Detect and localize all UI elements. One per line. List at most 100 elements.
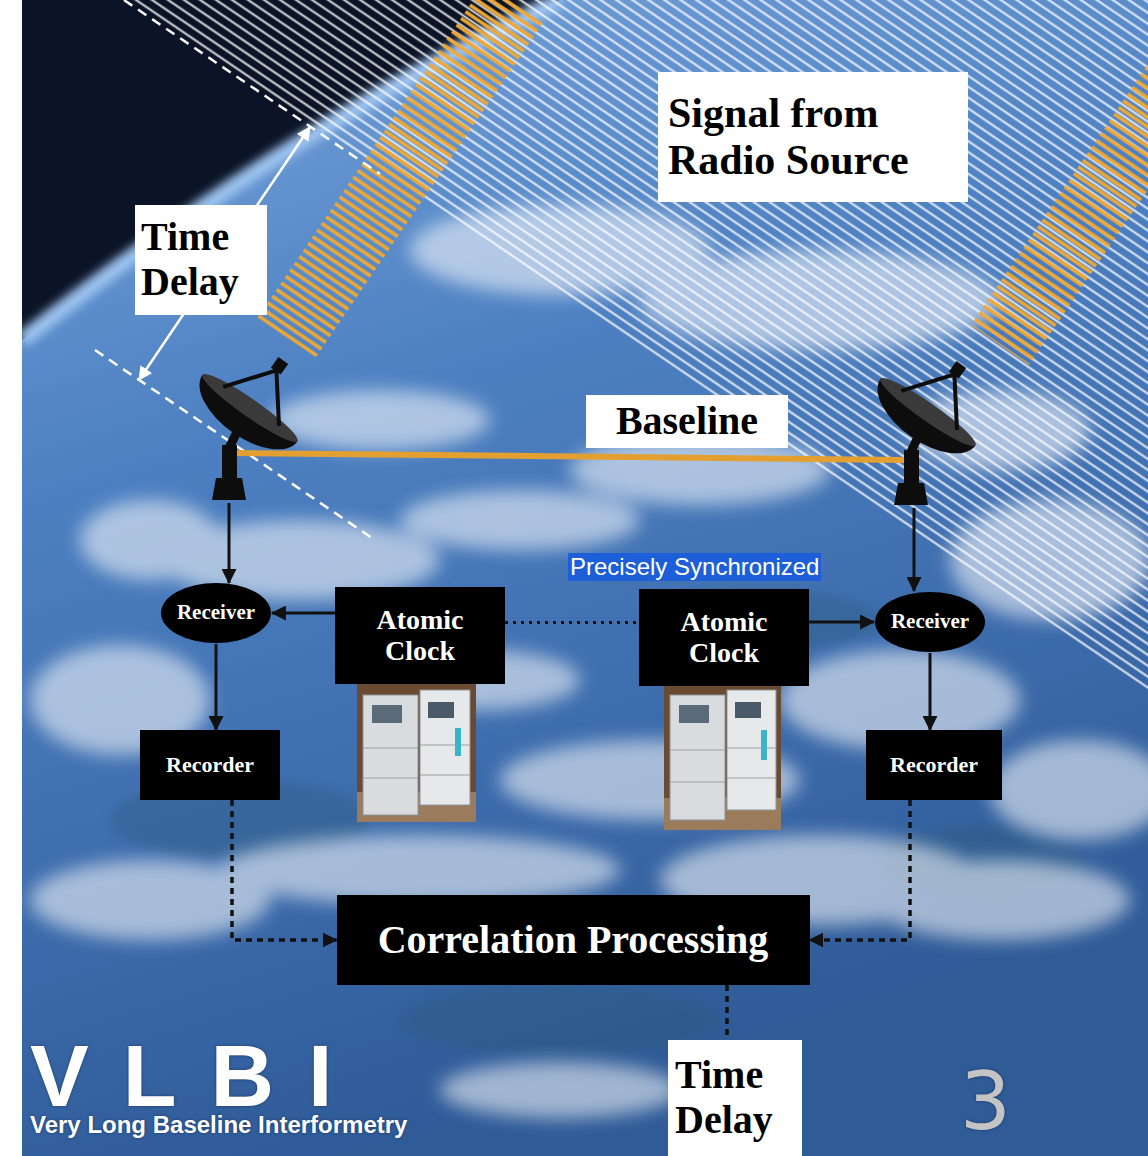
clouds-part [400,490,640,550]
result-line [725,985,729,1040]
wavefront-lines-part [124,0,380,174]
text-group: Atomic Clock [654,606,794,669]
text-group: Time Delay [675,1053,795,1143]
text-group: Recorder [890,753,978,778]
edge-label: Precisely Synchronized [568,553,821,581]
clock-box: Atomic Clock [335,587,505,684]
clock-photo-part [761,730,767,760]
clock-photo-part [420,690,470,805]
node-text: Time Delay [141,215,261,305]
clock-arrow [272,612,335,615]
clock-photo-part [670,695,725,820]
text-group: Receiver [177,601,255,625]
antenna-right-part-part [901,355,954,411]
clock-photo-part [357,683,476,822]
process-box: Correlation Processing [337,895,810,985]
antenna-left-part-part [271,357,288,375]
result-box: Time Delay [668,1040,802,1156]
oval-fill [875,592,985,652]
clock-photo-part [670,750,725,751]
clock-photo [357,683,476,822]
clock-photo-part [420,775,470,776]
sync-line [505,621,639,624]
text-group: Receiver [891,610,969,634]
receiver-oval: Receiver [874,591,986,653]
wavefront-lines [95,0,380,538]
clouds-part [30,860,270,940]
clock-photo-part [735,702,761,718]
antenna-left-part-part [223,351,276,407]
antenna-feed-arrow-part [913,508,916,591]
clouds-part [80,500,220,580]
node-text: Recorder [166,753,254,778]
radio-wavefronts [124,0,1148,695]
antenna-feed-arrow [229,503,914,591]
signal-arrow [929,653,932,730]
clock-photo-part [420,745,470,746]
subtitle: Very Long Baseline Interformetry [30,1112,407,1138]
clock-photo-part [727,748,776,749]
antenna-feed-arrow-part [228,503,231,583]
delay-arrow [139,127,310,380]
node-text: Time Delay [675,1053,795,1143]
clock-arrow [809,621,874,624]
antenna-right-part [863,331,1008,470]
node-text: Baseline [616,399,758,444]
antenna-right-part [904,450,919,486]
text-group: Signal from Radio Source [668,90,958,184]
node-text: Signal from Radio Source [668,90,958,184]
node-text: Correlation Processing [378,918,769,963]
antenna-right-part-part [949,361,966,379]
recorder-box: Recorder [866,730,1002,800]
clock-photo-part [455,728,461,756]
page-number: 3 [960,1058,1011,1146]
antenna-left-part-part [251,370,304,426]
antenna-right-part [894,483,928,505]
clock-photo-part [664,683,781,830]
label-box: Time Delay [135,205,267,315]
text-group: Time Delay [141,215,261,305]
page-margin [0,0,22,1156]
antenna-left-part [222,445,237,481]
clock-photo-part [727,778,776,779]
clock-photo-part [670,782,725,783]
baseline-line [236,453,905,460]
land-patches [110,590,1080,1055]
clock-photo-part [428,702,454,718]
signal-beam [971,0,1148,365]
antenna-left-part [185,327,330,466]
node-text: Receiver [891,610,969,634]
recorder-box: Recorder [140,730,280,800]
clouds-part [270,390,490,450]
receiver-oval: Receiver [160,582,272,644]
clouds-part [990,740,1148,840]
data-flow-arrow [232,800,337,940]
text-group: Atomic Clock [350,604,490,667]
node-text: Atomic Clock [350,604,490,667]
data-flow-arrow [810,800,911,940]
clock-photo-part [679,705,709,723]
clock-photo [664,683,781,830]
node-text: Atomic Clock [654,606,794,669]
oval-fill [161,583,271,643]
clock-box: Atomic Clock [639,589,809,686]
clock-photo-part [727,690,776,810]
signal-arrow [215,644,218,730]
text-group: Recorder [166,753,254,778]
antenna-right-part-part [929,374,982,430]
clock-photo-part [363,778,418,779]
logo-letters: VLBI [30,1028,366,1125]
text-group: Correlation Processing [378,918,769,963]
clock-photo-part [363,695,418,815]
wavefront-lines-part [95,350,372,538]
clouds-part [440,1062,680,1118]
node-text: Receiver [177,601,255,625]
signal-beam [256,0,545,360]
antenna-left [185,327,330,500]
clock-photo-part [372,705,402,723]
text-group: Baseline [616,399,758,444]
label-box: Signal from Radio Source [658,72,968,202]
antenna-left-part [212,478,246,500]
